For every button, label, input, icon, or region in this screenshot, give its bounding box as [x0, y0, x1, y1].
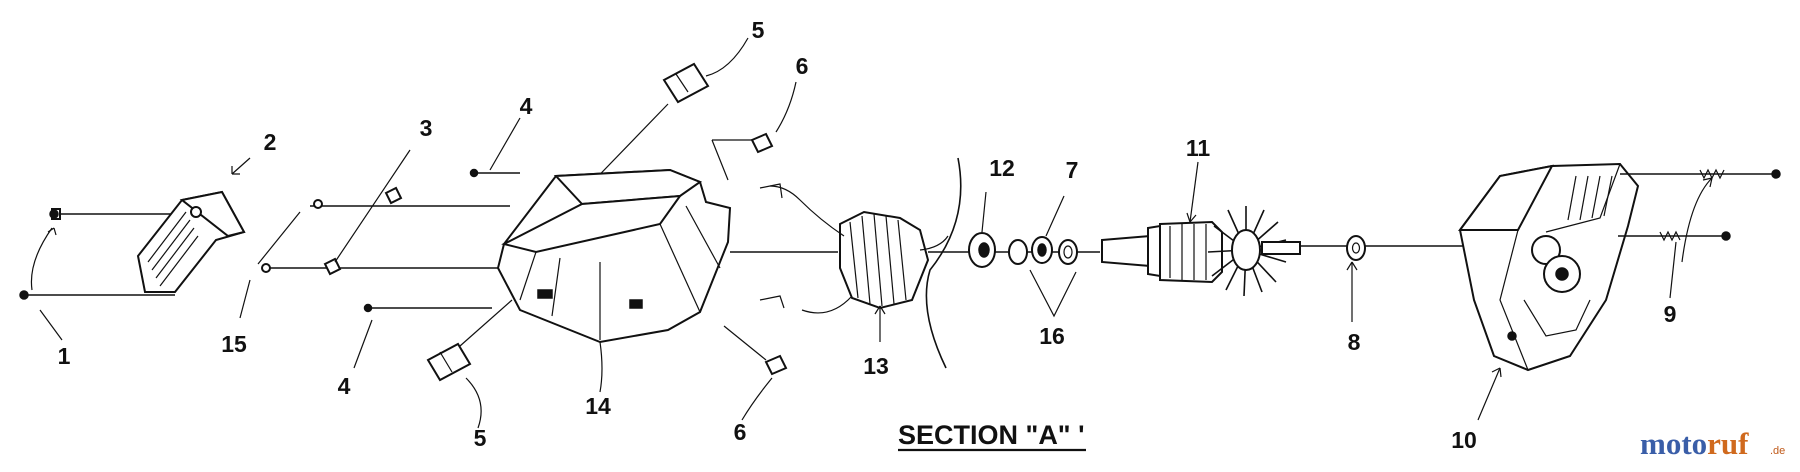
part-10-gear-housing	[1458, 162, 1640, 421]
label-part-6-top: 6	[796, 53, 809, 79]
part-13-field-coil	[759, 157, 962, 369]
part-labels: 1 2 3 4 4 5 5 6 6 7 8 9 10 11 12 13 14 1…	[58, 17, 1677, 453]
logo-suffix: .de	[1770, 445, 1785, 457]
part-8-washer	[1346, 235, 1366, 322]
part-12-bearing	[968, 191, 996, 268]
logo-text-moto: moto	[1640, 426, 1707, 461]
label-part-5-top: 5	[752, 17, 765, 43]
label-part-14: 14	[585, 393, 611, 419]
part-6-clips	[711, 81, 797, 421]
label-part-4-bottom: 4	[338, 373, 351, 399]
part-11-armature	[1101, 161, 1301, 297]
label-part-7: 7	[1066, 157, 1079, 183]
part-4-screws	[353, 117, 521, 369]
label-part-11: 11	[1186, 135, 1211, 161]
part-2-end-cap	[136, 157, 251, 293]
section-title: SECTION "A" '	[898, 420, 1085, 450]
label-part-8: 8	[1348, 329, 1361, 355]
section-title-group: SECTION "A" '	[898, 420, 1086, 452]
label-part-2: 2	[264, 129, 277, 155]
part-1-screws	[19, 208, 180, 341]
part-5-brushes	[426, 37, 749, 429]
label-part-13: 13	[863, 353, 889, 379]
part-3-clips	[239, 149, 510, 319]
label-part-5-bottom: 5	[474, 425, 487, 451]
label-part-4-top: 4	[520, 93, 533, 119]
label-part-1: 1	[58, 343, 71, 369]
svg-text:motoruf: motoruf	[1640, 426, 1749, 461]
label-part-6-bottom: 6	[734, 419, 747, 445]
label-part-15: 15	[221, 331, 247, 357]
label-part-9: 9	[1664, 301, 1677, 327]
part-16-washers	[1008, 195, 1078, 318]
label-part-16: 16	[1039, 323, 1065, 349]
label-part-10: 10	[1451, 427, 1477, 453]
logo-text-ruf: ruf	[1707, 426, 1749, 461]
part-9-screws	[1618, 168, 1781, 299]
part-14-housing	[496, 168, 732, 393]
label-part-12: 12	[989, 155, 1015, 181]
motoruf-watermark: motoruf .de	[1640, 426, 1785, 461]
label-part-3: 3	[420, 115, 433, 141]
